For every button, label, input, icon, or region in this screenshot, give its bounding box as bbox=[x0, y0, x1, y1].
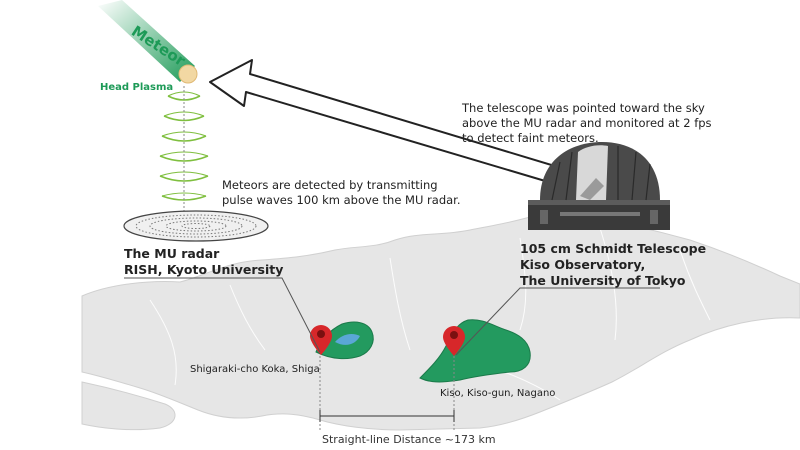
telescope-name-line: Kiso Observatory, bbox=[520, 257, 646, 272]
telescope-name: 105 cm Schmidt Telescope Kiso Observator… bbox=[520, 241, 750, 289]
head-plasma-label: Head Plasma bbox=[100, 82, 174, 93]
radar-name-line: The MU radar bbox=[124, 246, 220, 261]
telescope-dome-icon bbox=[528, 142, 670, 230]
distance-label: Straight-line Distance ~173 km bbox=[322, 433, 496, 446]
telescope-leader-line bbox=[455, 287, 660, 356]
radar-name-line: RISH, Kyoto University bbox=[124, 262, 284, 277]
telescope-name-line: 105 cm Schmidt Telescope bbox=[520, 241, 707, 256]
radar-note: Meteors are detected by transmitting pul… bbox=[222, 178, 492, 208]
radar-note-line: pulse waves 100 km above the MU radar. bbox=[222, 193, 461, 207]
telescope-note-line: to detect faint meteors. bbox=[462, 131, 599, 145]
place-label-shiga: Shigaraki-cho Koka, Shiga bbox=[190, 364, 320, 375]
dish-antenna-icon bbox=[123, 210, 269, 242]
lake-biwa bbox=[335, 334, 360, 345]
radar-note-line: Meteors are detected by transmitting bbox=[222, 178, 438, 192]
telescope-note-line: above the MU radar and monitored at 2 fp… bbox=[462, 116, 712, 130]
telescope-note-line: The telescope was pointed toward the sky bbox=[462, 101, 705, 115]
meteor-streak bbox=[98, 0, 198, 84]
place-label-nagano: Kiso, Kiso-gun, Nagano bbox=[440, 388, 556, 399]
radar-leader-line bbox=[124, 277, 321, 353]
western-island bbox=[81, 381, 176, 431]
telescope-name-line: The University of Tokyo bbox=[520, 273, 686, 288]
telescope-note: The telescope was pointed toward the sky… bbox=[462, 101, 762, 146]
radar-name: The MU radar RISH, Kyoto University bbox=[124, 246, 324, 278]
japan-landmass bbox=[81, 211, 800, 431]
map-pin-icon bbox=[310, 325, 332, 355]
map-pin-icon bbox=[443, 326, 465, 356]
